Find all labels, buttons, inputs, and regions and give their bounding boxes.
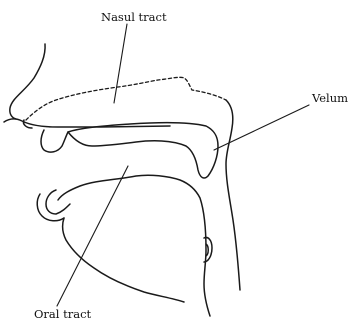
oral-tract-label: Oral tract xyxy=(34,307,92,321)
tongue-surface xyxy=(58,175,210,316)
upper-teeth xyxy=(41,130,68,152)
oral-tract-leader xyxy=(57,166,128,306)
lower-teeth xyxy=(46,190,70,214)
palate-velum xyxy=(68,123,218,178)
velum-label: Velum xyxy=(311,91,348,105)
pharynx-back-wall xyxy=(226,100,240,290)
velum-leader xyxy=(214,105,309,150)
nasal-cavity-roof xyxy=(26,77,226,120)
nasal-tract-label: Nasul tract xyxy=(101,10,167,24)
nasal-tract-leader xyxy=(114,24,127,103)
